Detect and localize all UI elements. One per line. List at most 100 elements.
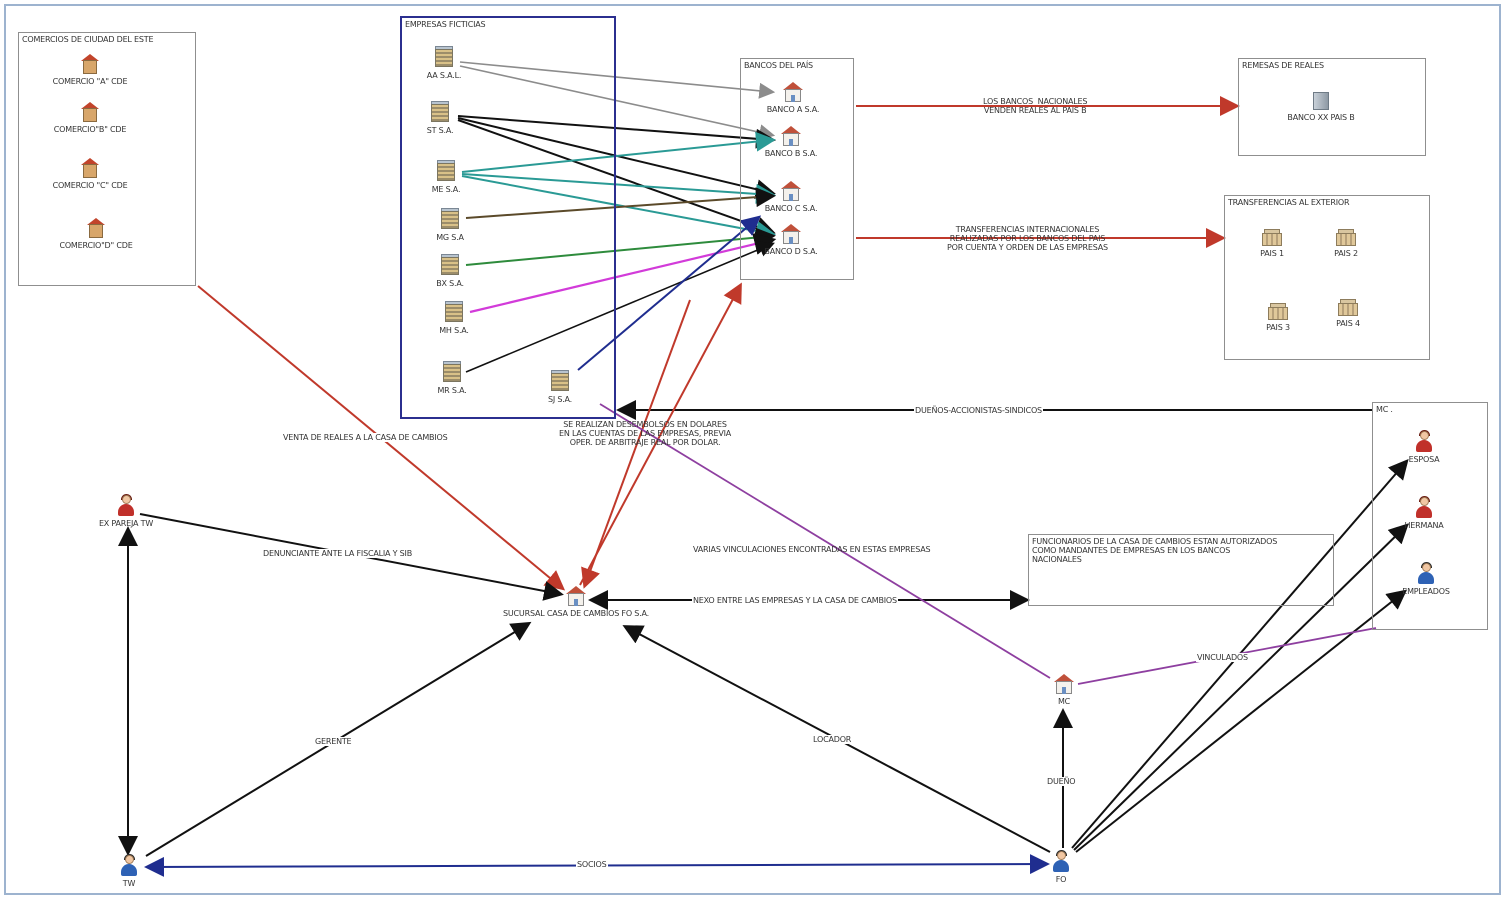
- store-icon: [87, 218, 105, 238]
- empresa-label: MR S.A.: [437, 386, 467, 395]
- sucursal-node[interactable]: SUCURSAL CASA DE CAMBIOS FO S.A.: [486, 586, 666, 618]
- edge-bancos-sucursal: [581, 299, 691, 589]
- empresa-mr-node[interactable]: MR S.A.: [424, 361, 480, 395]
- company-icon: [433, 46, 455, 68]
- fo-label: FO: [1055, 875, 1067, 884]
- bank-icon: [781, 181, 801, 201]
- bancos-box-title: BANCOS DEL PAÍS: [744, 61, 813, 70]
- comercio-label: COMERCIO"D" CDE: [59, 241, 133, 250]
- pais-1-node[interactable]: PAIS 1: [1250, 228, 1294, 258]
- edge-label-dueno: DUEÑO: [1046, 777, 1077, 786]
- tw-node[interactable]: TW: [112, 854, 146, 888]
- comercio-label: COMERCIO "A" CDE: [52, 77, 128, 86]
- remesas-box-title: REMESAS DE REALES: [1242, 61, 1324, 70]
- comercio-c-node[interactable]: COMERCIO "C" CDE: [40, 158, 140, 190]
- bank-icon: [783, 82, 803, 102]
- bank-icon: [781, 224, 801, 244]
- empresa-bx-node[interactable]: BX S.A.: [422, 254, 478, 288]
- edge-fo-hermana: [1073, 523, 1409, 851]
- edge-aa-banco-a: [459, 61, 776, 99]
- banco-label: BANCO B S.A.: [764, 149, 818, 158]
- man-icon: [120, 854, 138, 876]
- edge-mg-banco-c: [465, 187, 776, 219]
- man-icon: [1052, 850, 1070, 872]
- empresa-label: ST S.A.: [426, 126, 454, 135]
- edge-label-locador: LOCADOR: [812, 735, 853, 744]
- company-icon: [441, 361, 463, 383]
- empresa-mg-node[interactable]: MG S.A: [422, 208, 478, 242]
- bank-tower-icon: [1310, 90, 1332, 110]
- edge-mr-banco-d: [465, 241, 775, 373]
- comercio-a-node[interactable]: COMERCIO "A" CDE: [40, 54, 140, 86]
- edge-label-duenos: DUEÑOS-ACCIONISTAS-SINDICOS: [914, 406, 1043, 415]
- banco-c-node[interactable]: BANCO C S.A.: [756, 181, 826, 213]
- bank-icon: [566, 586, 586, 606]
- edge-label-desembolsos: SE REALIZAN DESEMBOLSOS EN DOLARES EN LA…: [559, 420, 732, 447]
- comercios-box-title: COMERCIOS DE CIUDAD DEL ESTE: [22, 35, 154, 44]
- edge-label-socios: SOCIOS: [576, 860, 608, 869]
- edge-label-venta-reales: VENTA DE REALES A LA CASA DE CAMBIOS: [282, 433, 449, 442]
- tw-label: TW: [122, 879, 136, 888]
- comercio-label: COMERCIO"B" CDE: [53, 125, 127, 134]
- member-label: ESPOSA: [1408, 455, 1440, 464]
- store-icon: [81, 54, 99, 74]
- edge-label-nexo: NEXO ENTRE LAS EMPRESAS Y LA CASA DE CAM…: [692, 596, 898, 605]
- woman-icon: [117, 494, 135, 516]
- hermana-node[interactable]: HERMANA: [1396, 496, 1452, 530]
- pais-3-node[interactable]: PAIS 3: [1256, 302, 1300, 332]
- store-icon: [81, 102, 99, 122]
- edge-label-transferencias: TRANSFERENCIAS INTERNACIONALES REALIZADA…: [947, 225, 1108, 252]
- edge-sucursal-bancos: [579, 282, 742, 586]
- empresa-st-node[interactable]: ST S.A.: [412, 101, 468, 135]
- comercio-d-node[interactable]: COMERCIO"D" CDE: [46, 218, 146, 250]
- fo-node[interactable]: FO: [1044, 850, 1078, 884]
- store-icon: [81, 158, 99, 178]
- banco-b-node[interactable]: BANCO B S.A.: [756, 126, 826, 158]
- banco-label: BANCO D S.A.: [764, 247, 818, 256]
- edge-label-vinculados: VINCULADOS: [1196, 653, 1249, 662]
- empresas-box-title: EMPRESAS FICTICIAS: [405, 20, 486, 29]
- banco-a-node[interactable]: BANCO A S.A.: [758, 82, 828, 114]
- empresa-me-node[interactable]: ME S.A.: [418, 160, 474, 194]
- empresas-box: EMPRESAS FICTICIAS: [400, 16, 616, 419]
- company-icon: [443, 301, 465, 323]
- bank-icon: [781, 126, 801, 146]
- member-label: HERMANA: [1404, 521, 1444, 530]
- empresa-label: ME S.A.: [431, 185, 461, 194]
- edge-bx-banco-d: [465, 227, 776, 266]
- mc-node[interactable]: MC: [1044, 674, 1084, 706]
- pais-label: PAIS 3: [1266, 323, 1290, 332]
- remesas-box: REMESAS DE REALES: [1238, 58, 1426, 156]
- edge-aa-banco-b: [459, 65, 776, 141]
- woman-icon: [1415, 430, 1433, 452]
- pais-4-node[interactable]: PAIS 4: [1326, 298, 1370, 328]
- country-icon: [1266, 302, 1290, 320]
- diagram-frame: [4, 4, 1501, 895]
- pais-2-node[interactable]: PAIS 2: [1324, 228, 1368, 258]
- company-icon: [435, 160, 457, 182]
- banco-d-node[interactable]: BANCO D S.A.: [756, 224, 826, 256]
- pais-label: PAIS 1: [1260, 249, 1284, 258]
- empleados-node[interactable]: EMPLEADOS: [1396, 562, 1456, 596]
- transferencias-box: TRANSFERENCIAS AL EXTERIOR: [1224, 195, 1430, 360]
- banco-label: BANCO A S.A.: [766, 105, 820, 114]
- empresa-aa-node[interactable]: AA S.A.L.: [416, 46, 472, 80]
- edge-mh-banco-d: [469, 233, 777, 314]
- banco-xx-node[interactable]: BANCO XX PAIS B: [1278, 90, 1364, 122]
- man-icon: [1417, 562, 1435, 584]
- edge-label-denunciante: DENUNCIANTE ANTE LA FISCALIA Y SIB: [262, 549, 414, 558]
- esposa-node[interactable]: ESPOSA: [1396, 430, 1452, 464]
- comercio-b-node[interactable]: COMERCIO"B" CDE: [40, 102, 140, 134]
- empresa-sj-node[interactable]: SJ S.A.: [532, 370, 588, 404]
- empresa-mh-node[interactable]: MH S.A.: [426, 301, 482, 335]
- comercio-label: COMERCIO "C" CDE: [52, 181, 128, 190]
- country-icon: [1336, 298, 1360, 316]
- mc-label: MC: [1057, 697, 1071, 706]
- edge-me-banco-b: [461, 131, 776, 173]
- empresa-label: SJ S.A.: [547, 395, 573, 404]
- ex-pareja-node[interactable]: EX PAREJA TW: [84, 494, 168, 528]
- edge-mc-empresas-vinc: [599, 403, 1051, 679]
- comercios-box: COMERCIOS DE CIUDAD DEL ESTE: [18, 32, 196, 286]
- pais-label: PAIS 2: [1334, 249, 1358, 258]
